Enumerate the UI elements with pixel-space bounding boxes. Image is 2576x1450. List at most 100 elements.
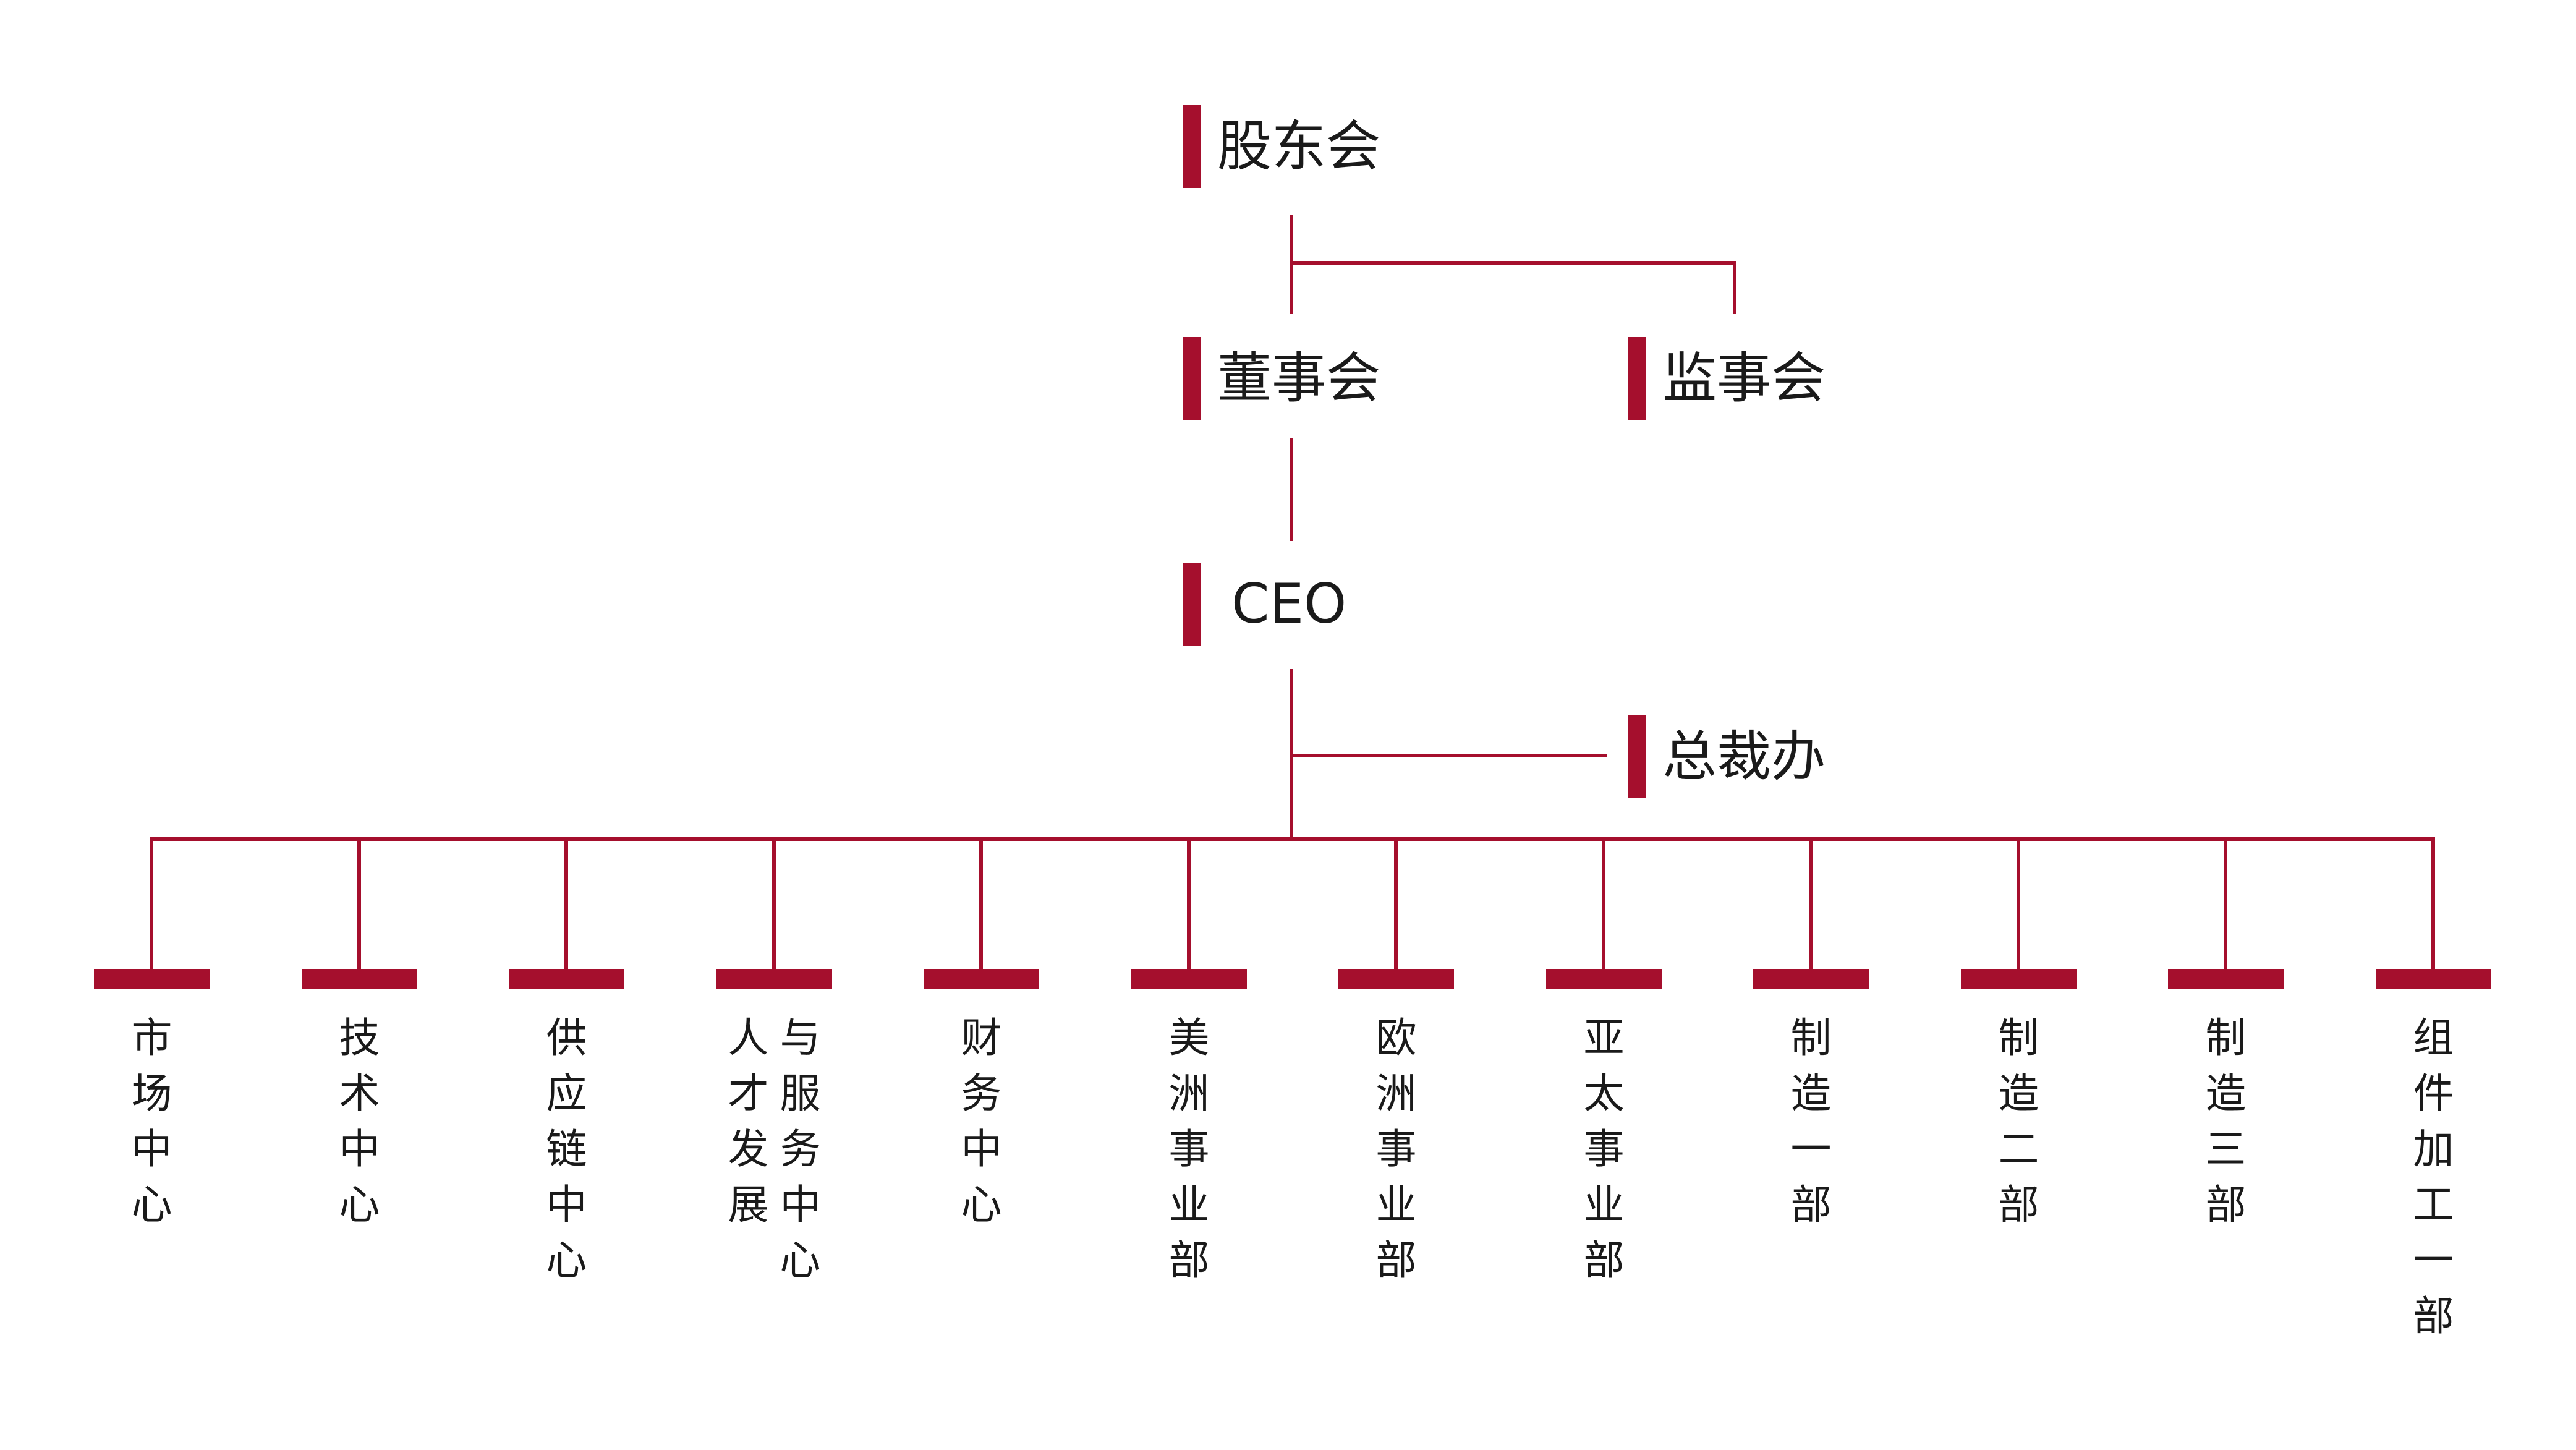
department-label-char: 部 — [1583, 1237, 1625, 1284]
department-label: 制造一部 — [1753, 1010, 1869, 1233]
department-label-char: 财 — [961, 1014, 1002, 1062]
department-label-char: 业 — [1168, 1181, 1210, 1229]
department-label: 欧洲事业部 — [1338, 1010, 1454, 1289]
department-1: 市场中心 — [94, 969, 210, 1439]
node-marker — [1628, 715, 1646, 798]
department-8: 亚太事业部 — [1546, 969, 1662, 1439]
department-label-char: 部 — [2205, 1181, 2247, 1229]
node-supervisors: 监事会 — [1628, 337, 1826, 420]
department-label-char: 业 — [1375, 1181, 1417, 1229]
department-label-char: 发 — [728, 1125, 769, 1173]
node-label-shareholders: 股东会 — [1217, 114, 1381, 178]
department-label-char: 展 — [728, 1181, 769, 1229]
node-marker — [1183, 563, 1201, 646]
department-label-char: 中 — [961, 1125, 1002, 1173]
department-label-char: 美 — [1168, 1014, 1210, 1062]
department-label: 人才发展与服务中心 — [716, 1010, 832, 1289]
department-bar — [2168, 969, 2284, 989]
department-label-column: 制造二部 — [1999, 1010, 2039, 1233]
department-label-column: 财务中心 — [961, 1010, 1002, 1233]
department-label-char: 心 — [546, 1237, 587, 1284]
department-label-char: 心 — [961, 1181, 1002, 1229]
department-label-char: 市 — [131, 1014, 172, 1062]
department-label-column: 制造一部 — [1791, 1010, 1832, 1233]
department-label-char: 与 — [780, 1014, 821, 1062]
department-label-char: 组 — [2413, 1014, 2454, 1062]
department-label-char: 中 — [546, 1181, 587, 1229]
department-label: 财务中心 — [924, 1010, 1039, 1233]
department-bar — [1753, 969, 1869, 989]
department-bar — [94, 969, 210, 989]
department-4: 人才发展与服务中心 — [716, 969, 832, 1439]
department-label-char: 造 — [2205, 1070, 2247, 1117]
department-label-column: 与服务中心 — [780, 1010, 821, 1289]
department-label-char: 洲 — [1168, 1070, 1210, 1117]
department-label-char: 洲 — [1375, 1070, 1417, 1117]
department-label-char: 事 — [1168, 1125, 1210, 1173]
department-label-char: 制 — [1998, 1014, 2039, 1062]
department-label-char: 加 — [2413, 1125, 2454, 1173]
department-label-column: 制造三部 — [2206, 1010, 2247, 1233]
department-label-char: 一 — [2413, 1237, 2454, 1284]
department-label-char: 中 — [780, 1181, 821, 1229]
department-label-char: 一 — [1790, 1125, 1832, 1173]
department-label-char: 三 — [2205, 1125, 2247, 1173]
department-bar — [1131, 969, 1247, 989]
department-label-char: 二 — [1998, 1125, 2039, 1173]
department-label-char: 心 — [780, 1237, 821, 1284]
department-label-char: 部 — [2413, 1292, 2454, 1340]
department-label: 技术中心 — [302, 1010, 417, 1233]
department-label-char: 应 — [546, 1070, 587, 1117]
department-label-char: 术 — [339, 1070, 380, 1117]
department-label-char: 中 — [131, 1125, 172, 1173]
node-label-supervisors: 监事会 — [1662, 346, 1826, 410]
department-label-column: 欧洲事业部 — [1376, 1010, 1417, 1289]
department-bar — [2376, 969, 2491, 989]
department-3: 供应链中心 — [509, 969, 624, 1439]
node-marker — [1628, 337, 1646, 420]
department-label-column: 美洲事业部 — [1169, 1010, 1210, 1289]
department-12: 组件加工一部 — [2376, 969, 2491, 1439]
department-bar — [509, 969, 624, 989]
department-label-char: 心 — [339, 1181, 380, 1229]
department-label-char: 太 — [1583, 1070, 1625, 1117]
department-label-char: 人 — [728, 1014, 769, 1062]
department-label-char: 部 — [1998, 1181, 2039, 1229]
department-bar — [1961, 969, 2077, 989]
node-president-office: 总裁办 — [1628, 715, 1826, 798]
node-label-board: 董事会 — [1217, 346, 1381, 410]
department-label-char: 事 — [1375, 1125, 1417, 1173]
node-marker — [1183, 105, 1201, 188]
department-label-column: 供应链中心 — [546, 1010, 587, 1289]
department-label-char: 务 — [961, 1070, 1002, 1117]
department-label-char: 场 — [131, 1070, 172, 1117]
department-label-char: 才 — [728, 1070, 769, 1117]
department-bar — [302, 969, 417, 989]
department-9: 制造一部 — [1753, 969, 1869, 1439]
department-label: 制造三部 — [2168, 1010, 2284, 1233]
department-label-char: 亚 — [1583, 1014, 1625, 1062]
department-2: 技术中心 — [302, 969, 417, 1439]
department-label-char: 供 — [546, 1014, 587, 1062]
department-bar — [924, 969, 1039, 989]
department-label-char: 造 — [1998, 1070, 2039, 1117]
department-label-char: 链 — [546, 1125, 587, 1173]
department-label: 市场中心 — [94, 1010, 210, 1233]
department-label-char: 件 — [2413, 1070, 2454, 1117]
department-label-char: 技 — [339, 1014, 380, 1062]
node-label-president-office: 总裁办 — [1662, 725, 1826, 788]
department-label-char: 中 — [339, 1125, 380, 1173]
department-label-column: 人才发展 — [728, 1010, 769, 1289]
department-label-char: 事 — [1583, 1125, 1625, 1173]
node-marker — [1183, 337, 1201, 420]
department-bar — [1338, 969, 1454, 989]
department-bar — [1546, 969, 1662, 989]
department-label-char: 务 — [780, 1125, 821, 1173]
department-label-char: 部 — [1790, 1181, 1832, 1229]
department-label: 亚太事业部 — [1546, 1010, 1662, 1289]
department-label-char: 欧 — [1375, 1014, 1417, 1062]
department-label-char: 部 — [1375, 1237, 1417, 1284]
department-7: 欧洲事业部 — [1338, 969, 1454, 1439]
department-bar — [716, 969, 832, 989]
